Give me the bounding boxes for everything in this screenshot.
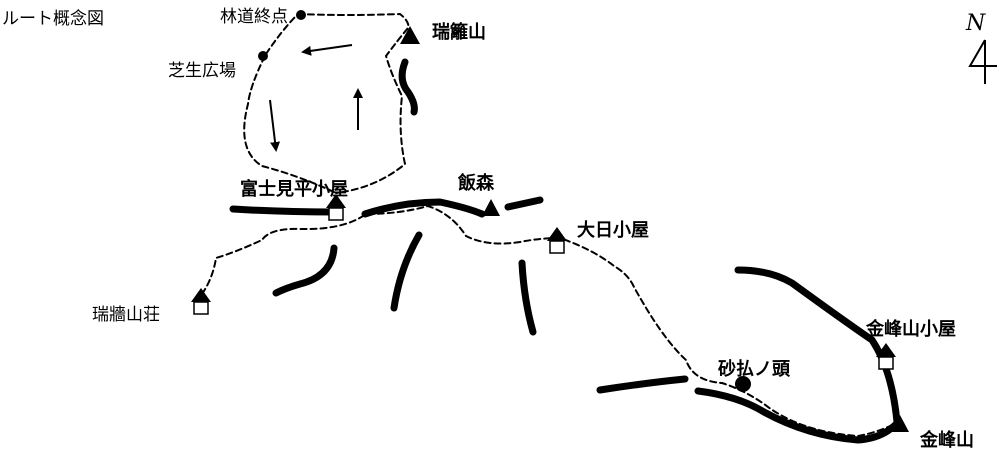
label-mizugaki: 瑞籬山 bbox=[432, 21, 486, 43]
direction-arrow bbox=[301, 44, 353, 56]
label-iimori: 飯森 bbox=[457, 172, 495, 194]
peak-mizugaki-icon bbox=[400, 26, 420, 44]
label-shiba-hiroba: 芝生広場 bbox=[168, 61, 236, 81]
label-fujimidaira: 富士見平小屋 bbox=[240, 178, 348, 200]
hut-dainichi-icon bbox=[547, 227, 567, 254]
ridge-line bbox=[734, 266, 901, 426]
label-kinpu-koya: 金峰山小屋 bbox=[865, 318, 956, 340]
peak-kinpu-icon bbox=[891, 415, 909, 432]
point-sunaharai-icon bbox=[735, 376, 751, 392]
ridge-line bbox=[518, 259, 537, 336]
label-mizugaki-sanso: 瑞牆山荘 bbox=[92, 305, 160, 325]
label-rindo-shuten: 林道終点 bbox=[220, 7, 288, 27]
ridge-line bbox=[361, 198, 486, 218]
hut-fujimidaira-icon bbox=[326, 194, 346, 221]
map-title: ルート概念図 bbox=[2, 8, 104, 29]
trail-path bbox=[265, 13, 299, 55]
point-shiba-hiroba-icon bbox=[258, 51, 268, 61]
ridge-line bbox=[694, 387, 902, 444]
north-label: N bbox=[965, 11, 986, 36]
direction-arrows bbox=[269, 44, 363, 152]
ridge-lines bbox=[229, 58, 902, 444]
ridge-line bbox=[272, 244, 338, 297]
ridge-line bbox=[229, 205, 340, 216]
ridge-line bbox=[596, 375, 689, 394]
point-rindo-shuten-icon bbox=[296, 10, 306, 20]
trail-path bbox=[243, 55, 337, 194]
label-sunaharai: 砂払ノ頭 bbox=[718, 358, 791, 380]
peak-iimori-icon bbox=[482, 199, 500, 216]
hut-mizugaki-sanso-icon bbox=[191, 288, 211, 315]
ridge-line bbox=[398, 58, 418, 116]
ridge-line bbox=[390, 231, 423, 312]
trail-path bbox=[297, 12, 410, 194]
north-arrow: N bbox=[965, 11, 997, 84]
label-dainichi: 大日小屋 bbox=[577, 219, 649, 241]
ridge-line bbox=[504, 196, 544, 211]
direction-arrow bbox=[269, 99, 281, 152]
trail bbox=[201, 12, 899, 438]
hut-kinpu-koya-icon bbox=[876, 343, 896, 370]
label-kinpu: 金峰山 bbox=[919, 429, 974, 451]
